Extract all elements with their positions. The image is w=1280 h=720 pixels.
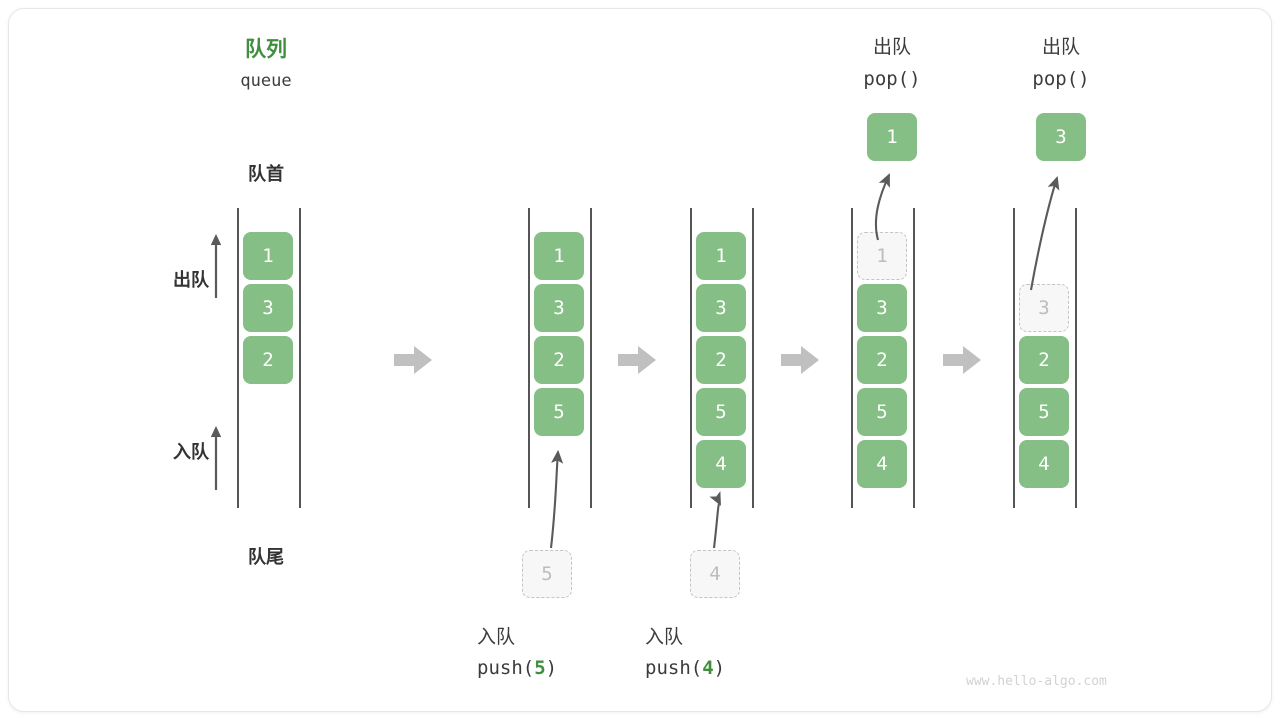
queue-element-new: 5 [534, 388, 584, 436]
push4-label-code: push(4) [645, 657, 815, 679]
stage2-rail-left [528, 208, 530, 508]
queue-head-label: 队首 [248, 164, 284, 184]
stage3-rail-left [690, 208, 692, 508]
stage4-rail-right [913, 208, 915, 508]
popped-element: 3 [1036, 113, 1086, 161]
step-arrow-icon [394, 345, 432, 375]
stage2-rail-right [590, 208, 592, 508]
push5-label-code: push(5) [477, 657, 647, 679]
queue-element: 2 [696, 336, 746, 384]
push5-label-cn: 入队 [477, 627, 516, 648]
popped-element-ghost: 3 [1019, 284, 1069, 332]
queue-element: 3 [243, 284, 293, 332]
queue-title-en: queue [240, 71, 292, 91]
queue-element: 5 [696, 388, 746, 436]
push5-code-prefix: push( [477, 657, 535, 679]
enqueue-side-label: 入队 [173, 442, 209, 462]
push4-code-prefix: push( [645, 657, 703, 679]
push4-label-cn: 入队 [645, 627, 684, 648]
incoming-element-ghost: 4 [690, 550, 740, 598]
incoming-element-ghost: 5 [522, 550, 572, 598]
push4-code-arg: 4 [702, 657, 714, 679]
queue-element: 5 [857, 388, 907, 436]
queue-element: 2 [534, 336, 584, 384]
watermark: www.hello-algo.com [966, 674, 1107, 689]
enqueue-arrow-icon [208, 424, 224, 490]
stage5-rail-right [1075, 208, 1077, 508]
pop1-label-code: pop() [863, 68, 921, 90]
queue-title-cn: 队列 [245, 38, 287, 61]
queue-element: 2 [857, 336, 907, 384]
step-arrow-icon [943, 345, 981, 375]
queue-element: 3 [857, 284, 907, 332]
queue-element: 3 [534, 284, 584, 332]
push4-code-suffix: ) [713, 657, 726, 679]
step-arrow-icon [618, 345, 656, 375]
popped-element-ghost: 1 [857, 232, 907, 280]
stage5-rail-left [1013, 208, 1015, 508]
dequeue-arrow-icon [208, 232, 224, 298]
queue-element: 1 [696, 232, 746, 280]
pop2-label-code: pop() [1032, 68, 1090, 90]
dequeue-side-label: 出队 [173, 270, 209, 290]
queue-element-new: 4 [696, 440, 746, 488]
queue-element: 4 [857, 440, 907, 488]
pop2-label-cn: 出队 [1041, 37, 1080, 58]
queue-element: 5 [1019, 388, 1069, 436]
pop1-label-cn: 出队 [872, 37, 911, 58]
popped-element: 1 [867, 113, 917, 161]
queue-element: 2 [1019, 336, 1069, 384]
stage3-rail-right [752, 208, 754, 508]
queue-element: 1 [243, 232, 293, 280]
queue-element: 1 [534, 232, 584, 280]
queue-element: 2 [243, 336, 293, 384]
stage4-rail-left [851, 208, 853, 508]
push5-code-suffix: ) [545, 657, 558, 679]
queue-tail-label: 队尾 [248, 547, 284, 567]
stage1-rail-right [299, 208, 301, 508]
stage1-rail-left [237, 208, 239, 508]
queue-element: 3 [696, 284, 746, 332]
push5-code-arg: 5 [534, 657, 546, 679]
queue-element: 4 [1019, 440, 1069, 488]
step-arrow-icon [781, 345, 819, 375]
